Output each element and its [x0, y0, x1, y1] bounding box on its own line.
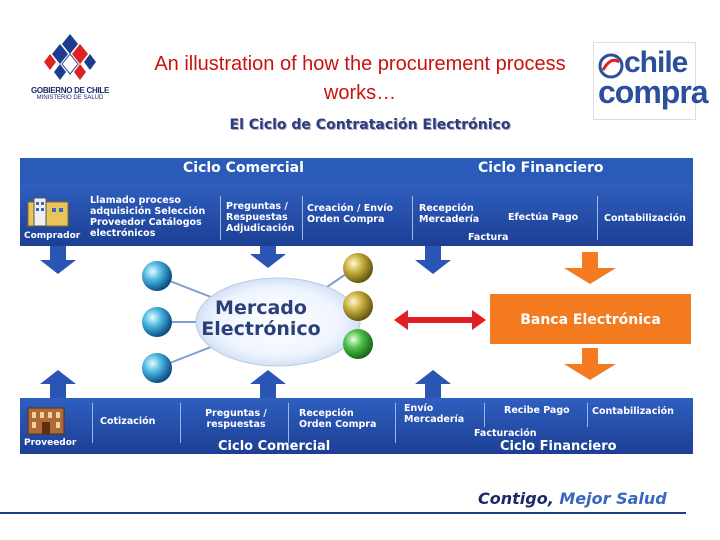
divider — [220, 196, 221, 240]
footer-slogan: Contigo, Mejor Salud — [478, 489, 667, 508]
bottom-step-4: Envío Mercadería — [404, 403, 465, 425]
market-center-graphic — [40, 246, 691, 398]
bottom-invoice-label: Facturación — [474, 428, 537, 439]
bottom-cycle-financial-label: Ciclo Financiero — [500, 439, 617, 454]
top-cycle-commercial-label: Ciclo Comercial — [183, 160, 304, 176]
divider — [412, 196, 413, 240]
divider — [597, 196, 598, 240]
slide-title: An illustration of how the procurement p… — [154, 53, 566, 104]
divider — [302, 196, 303, 240]
bottom-step-1: Cotización — [100, 416, 156, 427]
bottom-step-3: Recepción Orden Compra — [299, 408, 377, 430]
top-step-1: Llamado proceso adquisición Selección Pr… — [90, 195, 206, 239]
top-step-2: Preguntas / Respuestas Adjudicación — [226, 201, 295, 234]
buyer-building-icon — [27, 197, 69, 227]
gov-logo-text: GOBIERNO DE CHILE — [30, 86, 110, 95]
top-cycle-steps-band — [20, 183, 693, 246]
supplier-label: Proveedor — [24, 438, 77, 448]
market-label: Mercado Electrónico — [201, 297, 321, 340]
top-step-6: Contabilización — [604, 213, 686, 224]
buyer-label: Comprador — [24, 231, 81, 241]
diagram-title: El Ciclo de Contratación Electrónico — [229, 117, 511, 133]
chilecompra-logo-line2: compra — [598, 74, 709, 110]
top-invoice-label: Factura — [468, 232, 509, 243]
bottom-step-2: Preguntas / respuestas — [205, 408, 267, 430]
divider — [288, 403, 289, 443]
chilecompra-logo-line1: chile — [624, 46, 688, 79]
divider — [395, 403, 396, 443]
divider — [484, 403, 485, 427]
divider — [92, 403, 93, 443]
chilecompra-swirl-icon — [598, 53, 624, 79]
top-cycle-financial-label: Ciclo Financiero — [478, 160, 604, 176]
footer-line — [0, 512, 686, 514]
divider — [180, 403, 181, 443]
divider — [587, 403, 588, 427]
top-step-3: Creación / Envío Orden Compra — [307, 203, 394, 225]
top-step-4: Recepción Mercadería — [419, 203, 480, 225]
gobierno-de-chile-logo — [44, 34, 96, 80]
bottom-cycle-commercial-label: Ciclo Comercial — [218, 439, 331, 454]
bottom-step-5: Recibe Pago — [504, 405, 570, 416]
slogan-part2: Mejor Salud — [559, 489, 667, 508]
supplier-building-icon — [27, 407, 65, 435]
slogan-part1: Contigo, — [478, 489, 560, 508]
top-cycle-header-band — [20, 158, 693, 183]
bottom-cycle-band — [20, 398, 693, 454]
top-step-5: Efectúa Pago — [508, 212, 579, 223]
bank-label: Banca Electrónica — [520, 312, 661, 328]
gov-logo-subtext: MINISTERIO DE SALUD — [36, 95, 104, 101]
bottom-step-6: Contabilización — [592, 406, 674, 417]
